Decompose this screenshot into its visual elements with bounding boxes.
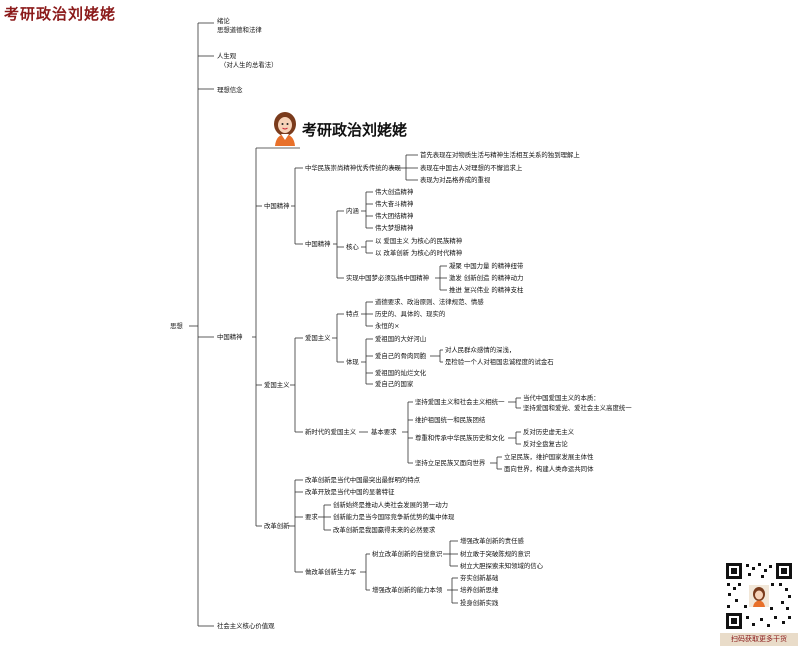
node-require-item: 改革创新是我国赢得未来的必然要求 — [333, 526, 436, 534]
node-connotation-item: 伟大梦想精神 — [375, 224, 414, 232]
node-compatriot-item: 是检验一个人对祖国忠诚程度的试金石 — [445, 358, 554, 366]
node-reform-item: 改革开放是当代中国的显著特征 — [305, 488, 395, 496]
node-vanguard: 做改革创新生力军 — [305, 568, 357, 576]
node-connotation-item: 伟大团结精神 — [375, 212, 414, 220]
node-feature: 特点 — [346, 310, 359, 318]
node-awareness-item: 树立敢于突破陈规的意识 — [460, 550, 531, 558]
node-reform: 改革创新 — [264, 522, 290, 530]
node-core-values: 社会主义核心价值观 — [217, 622, 275, 630]
node-req-item: 坚持爱国和爱党、爱社会主义高度统一 — [523, 404, 632, 412]
node-dream-item: 推进 复兴伟业 的精神支柱 — [449, 286, 524, 294]
node-embody-item: 爱自己的国家 — [375, 380, 414, 388]
node-chinese-spirit-2: 中国精神 — [305, 240, 331, 248]
node-chinese-spirit-top: 中国精神 — [217, 333, 243, 341]
node-connotation: 内涵 — [346, 207, 359, 215]
node-ability-item: 投身创新实践 — [460, 599, 499, 607]
node-dream: 实现中国梦必须弘扬中国精神 — [346, 274, 430, 282]
footer-caption: 扫码获取更多干货 — [720, 633, 798, 646]
node-ability: 增强改革创新的能力本领 — [372, 586, 443, 594]
node-core: 核心 — [346, 243, 359, 251]
node-req: 维护祖国统一和民族团结 — [415, 416, 486, 424]
header-avatar-icon — [270, 110, 300, 146]
node-embody-item: 爱祖国的灿烂文化 — [375, 369, 427, 377]
node-morals-law: 思想道德和法律 — [217, 26, 262, 34]
node-feature-item: 道德要求、政治原则、法律规范、情感 — [375, 298, 484, 306]
node-patriotism: 爱国主义 — [264, 381, 290, 389]
node-basic-req: 基本要求 — [371, 428, 397, 436]
node-connotation-item: 伟大创造精神 — [375, 188, 414, 196]
node-req: 坚持爱国主义和社会主义相统一 — [415, 398, 505, 406]
node-core-item: 以 改革创新 为核心的时代精神 — [375, 249, 463, 257]
node-patriotism-sub: 爱国主义 — [305, 334, 331, 342]
node-core-item: 以 爱国主义 为核心的民族精神 — [375, 237, 463, 245]
node-awareness: 树立改革创新的自觉意识 — [372, 550, 443, 558]
node-req-item: 面向世界，构建人类命运共同体 — [504, 465, 594, 473]
node-require-item: 创新能力是当今国际竞争新优势的集中体现 — [333, 513, 455, 521]
node-feature-item: 永恒的× — [375, 322, 400, 330]
node-life-view: 人生观 — [217, 52, 237, 60]
node-awareness-item: 树立大胆探索未知领域的信心 — [460, 562, 544, 570]
node-require: 要求 — [305, 513, 318, 521]
node-ability-item: 培养创新思维 — [460, 586, 499, 594]
node-dream-item: 凝聚 中国力量 的精神纽带 — [449, 262, 524, 270]
node-chinese-spirit: 中国精神 — [264, 202, 290, 210]
header-title: 考研政治刘姥姥 — [302, 121, 408, 139]
node-new-era: 新时代的爱国主义 — [305, 428, 357, 436]
brand-title: 考研政治刘姥姥 — [4, 5, 117, 23]
node-life-view-sub: （对人生的总看法） — [220, 61, 278, 69]
node-embody-item: 爱祖国的大好河山 — [375, 335, 427, 343]
node-req-item: 立足民族，维护国家发展主体性 — [504, 453, 594, 461]
node-tradition-item: 首先表现在对物质生活与精神生活相互关系的独到理解上 — [420, 151, 580, 159]
root-node: 思想 — [170, 322, 183, 330]
node-req: 坚持立足民族又面向世界 — [415, 459, 486, 467]
node-tradition-item: 表现在中国古人对理想的不懈追求上 — [420, 164, 523, 172]
node-ability-item: 夯实创新基础 — [460, 574, 499, 582]
node-connotation-item: 伟大奋斗精神 — [375, 200, 414, 208]
node-require-item: 创新始终是推动人类社会发展的第一动力 — [333, 501, 449, 509]
node-intro: 绪论 — [217, 17, 230, 25]
qr-code[interactable] — [724, 561, 794, 631]
node-req-item: 当代中国爱国主义的本质： — [523, 394, 600, 402]
node-ideal: 理想信念 — [217, 86, 243, 94]
node-reform-item: 改革创新是当代中国最突出最鲜明的特点 — [305, 476, 421, 484]
node-req-item: 反对历史虚无主义 — [523, 428, 575, 436]
node-dream-item: 激发 创新创造 的精神动力 — [449, 274, 524, 282]
node-req-item: 反对全盘复古论 — [523, 440, 568, 448]
node-awareness-item: 增强改革创新的责任感 — [460, 537, 524, 545]
node-feature-item: 历史的、具体的、现实的 — [375, 310, 446, 318]
node-tradition-item: 表现为对品格养成的重视 — [420, 176, 491, 184]
node-embody-item: 爱自己的骨肉同胞 — [375, 352, 427, 360]
node-req: 尊重和传承中华民族历史和文化 — [415, 434, 505, 442]
node-compatriot-item: 对人民群众感情的深浅， — [445, 346, 516, 354]
node-embody: 体现 — [346, 358, 359, 366]
node-tradition: 中华民族崇尚精神优秀传统的表现 — [305, 164, 401, 172]
